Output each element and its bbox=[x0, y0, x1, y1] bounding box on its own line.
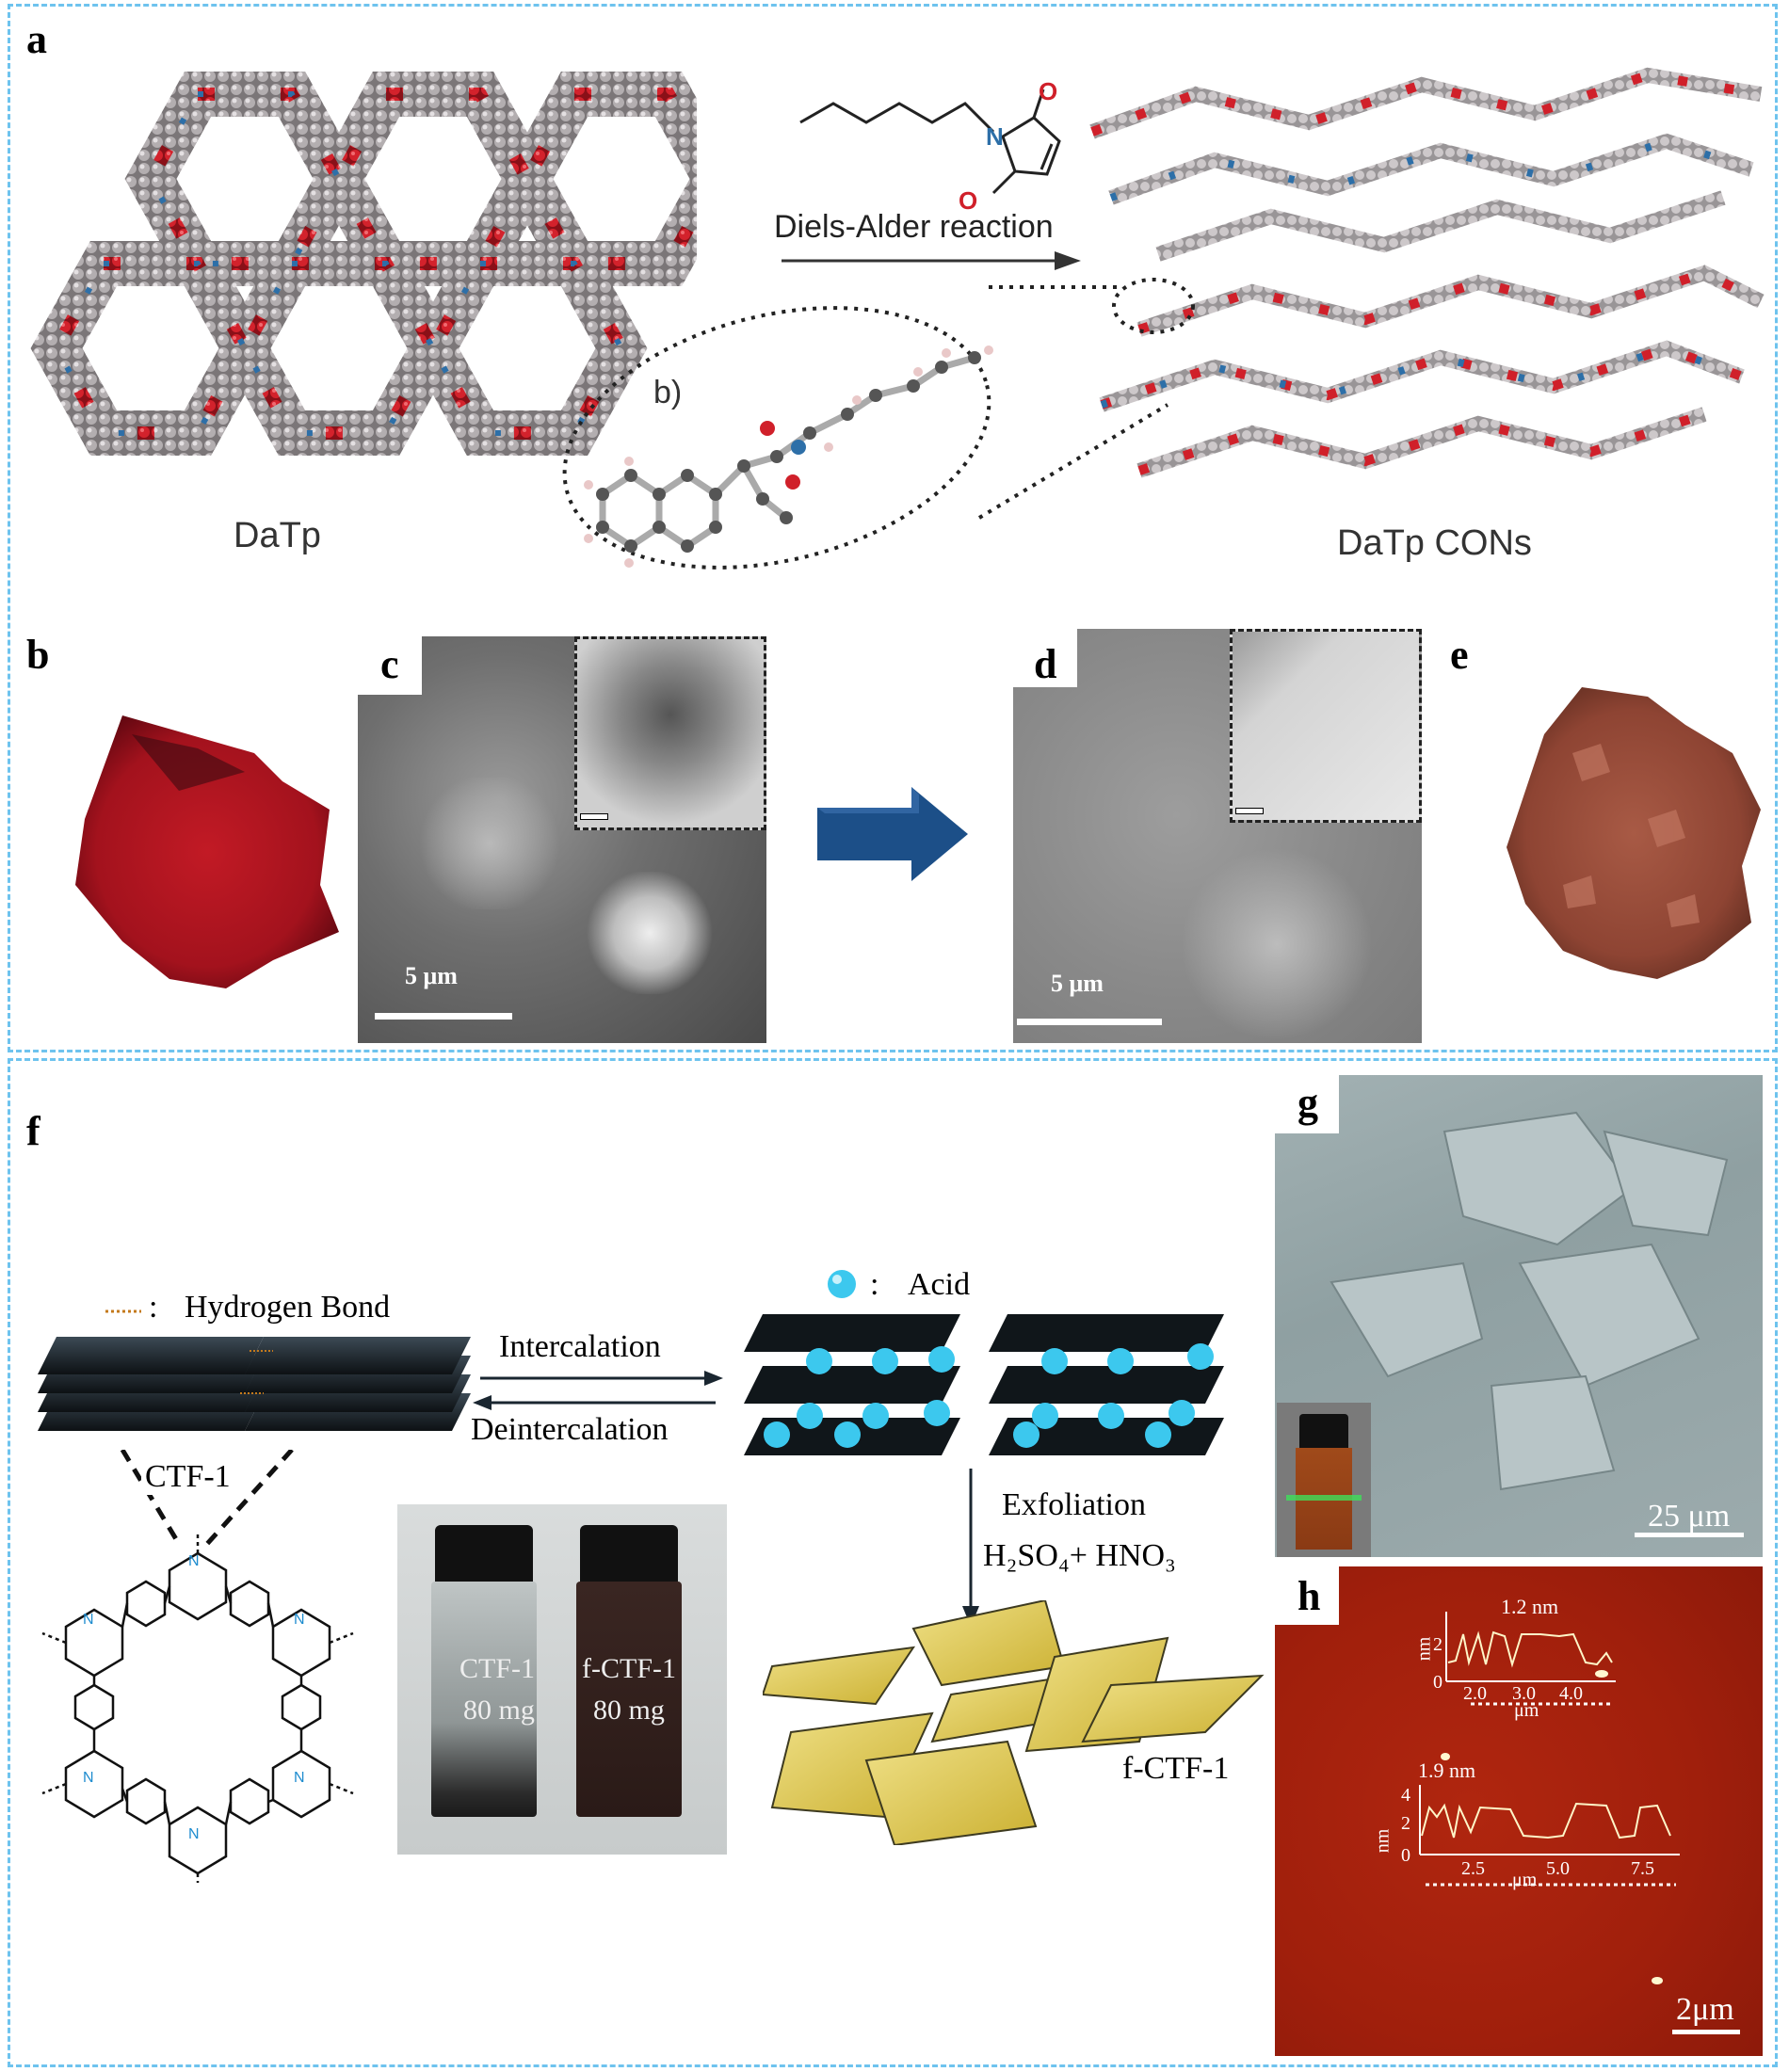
profile1-annotation: 1.2 nm bbox=[1501, 1595, 1559, 1618]
transformation-arrow bbox=[817, 787, 968, 881]
zoom-dashed-lines bbox=[120, 1450, 294, 1546]
tem-inset-d-scalebar bbox=[1235, 808, 1264, 814]
scale-text-c: 5 μm bbox=[405, 962, 458, 989]
profile1-ytick-0: 0 bbox=[1433, 1672, 1442, 1693]
datp-powder-photo bbox=[75, 715, 339, 988]
hydrogen-bond-legend-colon: : bbox=[149, 1290, 158, 1325]
scale-text-d: 5 μm bbox=[1051, 970, 1104, 997]
vial-cap-left bbox=[435, 1525, 533, 1582]
top-frame bbox=[8, 4, 1778, 1052]
triazine-N-marker-3: N bbox=[294, 1770, 305, 1786]
exfoliation-label: Exfoliation bbox=[1002, 1487, 1146, 1522]
acid-mixture-label: H₂SO₄+ HNO₃ bbox=[983, 1538, 1176, 1573]
profile2-xtick-2: 5.0 bbox=[1546, 1858, 1570, 1879]
panel-h-label-bg bbox=[1275, 1566, 1339, 1625]
profile1-ylabel: nm bbox=[1413, 1636, 1435, 1662]
profile2-annotation: 1.9 nm bbox=[1418, 1759, 1476, 1782]
scale-text-g: 25 μm bbox=[1648, 1499, 1731, 1534]
acid-legend-label: Acid bbox=[908, 1267, 971, 1302]
afm-image-h bbox=[1275, 1566, 1763, 2056]
molecule-inset-ellipse bbox=[562, 285, 1169, 570]
tem-inset-c-scalebar bbox=[580, 813, 608, 820]
panel-g-label-bg bbox=[1275, 1075, 1339, 1133]
ctf1-stacked-sheets bbox=[38, 1337, 471, 1431]
sem-g-flakes bbox=[1330, 1111, 1729, 1491]
scale-bar-h bbox=[1672, 2030, 1740, 2034]
ctf1-label: CTF-1 bbox=[141, 1459, 234, 1495]
afm-height-profile-2 bbox=[1419, 1785, 1680, 1887]
intercalation-label: Intercalation bbox=[499, 1329, 661, 1364]
ctf1-molecular-structure bbox=[41, 1534, 354, 1883]
vial-body-left bbox=[431, 1582, 537, 1817]
profile2-xtick-1: 2.5 bbox=[1461, 1858, 1485, 1879]
profile2-ylabel: nm bbox=[1372, 1828, 1394, 1854]
profile1-xtick-2: 3.0 bbox=[1512, 1683, 1536, 1704]
vial-inset-g bbox=[1277, 1403, 1371, 1557]
f-ctf1-product-label: f-CTF-1 bbox=[1122, 1751, 1230, 1786]
hydrogen-bond-legend-icon bbox=[105, 1309, 141, 1313]
triazine-N-marker-6: N bbox=[83, 1612, 94, 1628]
acid-legend-colon: : bbox=[870, 1267, 879, 1302]
equilibrium-arrows bbox=[473, 1371, 723, 1410]
panel-d-label-bg bbox=[1013, 629, 1077, 687]
reaction-arrow bbox=[782, 251, 1081, 270]
panel-label-c: c bbox=[380, 641, 399, 687]
profile1-xtick-1: 2.0 bbox=[1463, 1683, 1487, 1704]
profile1-xtick-3: 4.0 bbox=[1559, 1683, 1583, 1704]
profile2-xlabel: μm bbox=[1512, 1870, 1538, 1890]
triazine-N-marker-5: N bbox=[83, 1770, 94, 1786]
atom-O-top-label: O bbox=[1039, 77, 1058, 105]
exfoliated-flakes bbox=[763, 1600, 1265, 1845]
profile2-xtick-3: 7.5 bbox=[1631, 1858, 1654, 1879]
intercalated-sheets bbox=[744, 1314, 1224, 1455]
profile1-xlabel: μm bbox=[1514, 1700, 1539, 1721]
diels-alder-label: Diels-Alder reaction bbox=[774, 209, 1054, 245]
scale-text-h: 2μm bbox=[1676, 1992, 1734, 2027]
triazine-N-marker-4: N bbox=[188, 1826, 200, 1842]
vial-right-name: f-CTF-1 bbox=[582, 1653, 676, 1684]
inset-b-label: b) bbox=[653, 375, 683, 410]
vial-left-mass: 80 mg bbox=[463, 1695, 535, 1726]
acid-legend-icon bbox=[828, 1270, 856, 1298]
tem-inset-d bbox=[1230, 629, 1422, 823]
vial-body-right bbox=[576, 1582, 682, 1817]
panel-label-h: h bbox=[1297, 1573, 1321, 1619]
profile2-ytick-0: 0 bbox=[1401, 1845, 1410, 1866]
hydrogen-bond-legend-label: Hydrogen Bond bbox=[185, 1290, 391, 1325]
scale-bar-d bbox=[1017, 1019, 1162, 1025]
panel-label-g: g bbox=[1297, 1080, 1318, 1126]
vial-cap-right bbox=[580, 1525, 678, 1582]
tem-inset-c bbox=[574, 636, 766, 830]
triazine-N-marker-1: N bbox=[188, 1553, 200, 1569]
atom-N-label: N bbox=[986, 122, 1004, 151]
datp-cons-caption: DaTp CONs bbox=[1337, 523, 1532, 563]
bottom-frame bbox=[8, 1058, 1778, 2067]
atom-O-bottom-label: O bbox=[959, 186, 978, 215]
profile2-ytick-4: 4 bbox=[1401, 1785, 1410, 1806]
panel-label-d: d bbox=[1034, 641, 1057, 687]
panel-label-e: e bbox=[1450, 632, 1469, 678]
profile2-ytick-2: 2 bbox=[1401, 1813, 1410, 1834]
panel-label-a: a bbox=[26, 16, 47, 62]
deintercalation-label: Deintercalation bbox=[471, 1412, 669, 1447]
panel-c-label-bg bbox=[358, 636, 422, 695]
datp-caption: DaTp bbox=[234, 516, 321, 555]
vials-photo bbox=[397, 1504, 727, 1855]
datp-cons-flakes-photo bbox=[1507, 687, 1761, 979]
datp-cons-illustration bbox=[1089, 67, 1765, 478]
panel-label-b: b bbox=[26, 632, 50, 678]
profile1-ytick-2: 2 bbox=[1433, 1634, 1442, 1655]
triazine-N-marker-2: N bbox=[294, 1612, 305, 1628]
afm-height-profile-1 bbox=[1445, 1612, 1616, 1706]
vial-right-mass: 80 mg bbox=[593, 1695, 665, 1726]
panel-label-f: f bbox=[26, 1108, 40, 1154]
scale-bar-c bbox=[375, 1013, 512, 1020]
vial-left-name: CTF-1 bbox=[459, 1653, 536, 1684]
scale-bar-g bbox=[1635, 1533, 1744, 1537]
hexylmaleimide-structure bbox=[799, 88, 1061, 195]
